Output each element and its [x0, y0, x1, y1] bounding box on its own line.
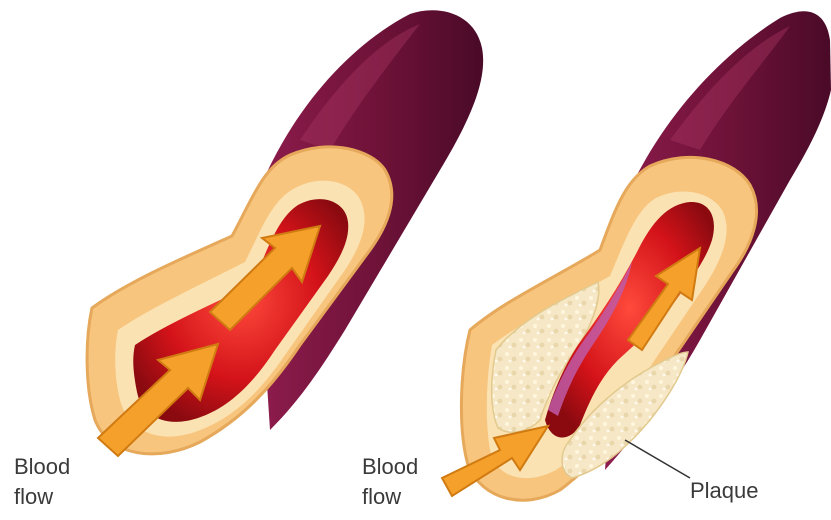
right-blood-flow-label: Blood flow	[362, 452, 418, 512]
left-label-line2: flow	[14, 482, 70, 512]
right-label-line2: flow	[362, 482, 418, 512]
healthy-artery	[87, 10, 483, 456]
plaque-label-leader	[625, 440, 690, 478]
plaque-artery	[442, 11, 831, 500]
left-label-line1: Blood	[14, 452, 70, 482]
left-blood-flow-label: Blood flow	[14, 452, 70, 512]
plaque-label: Plaque	[690, 476, 759, 506]
right-label-line1: Blood	[362, 452, 418, 482]
